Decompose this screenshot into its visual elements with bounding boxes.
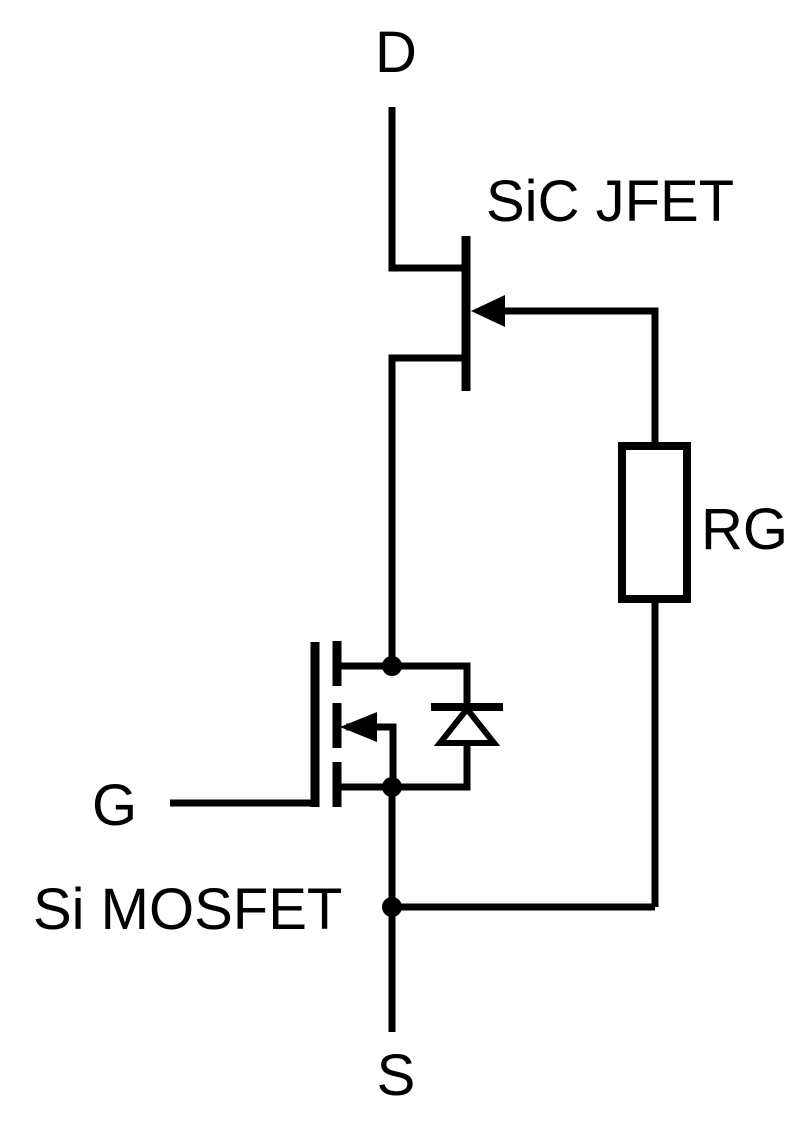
resistor-body [618, 442, 691, 603]
gate-terminal-label: G [92, 773, 137, 838]
junction-dot-jfet-mosfet [382, 656, 402, 676]
junction-dots [382, 656, 402, 917]
diode-lower-wire [392, 741, 471, 791]
mosfet-body-arrowhead-icon [340, 712, 377, 742]
sic-jfet-symbol [388, 107, 659, 666]
junction-dot-mosfet-source [382, 777, 402, 797]
diode-upper-wire [392, 662, 471, 708]
jfet-source-lead-wire [388, 354, 463, 666]
diode-anode-triangle [433, 704, 501, 746]
jfet-gate-wire [496, 307, 659, 446]
mosfet-label: Si MOSFET [33, 877, 342, 942]
body-diode-symbol [392, 662, 503, 791]
jfet-drain-lead-wire [388, 107, 463, 272]
resistor-label: RG [701, 497, 788, 562]
source-terminal-label: S [377, 1043, 416, 1108]
junction-dot-resistor-return [382, 897, 402, 917]
si-mosfet-symbol [170, 641, 397, 807]
jfet-label: SiC JFET [486, 169, 734, 234]
jfet-gate-arrowhead-icon [471, 295, 505, 327]
gate-resistor-branch [392, 442, 691, 911]
drain-terminal-label: D [375, 20, 417, 85]
